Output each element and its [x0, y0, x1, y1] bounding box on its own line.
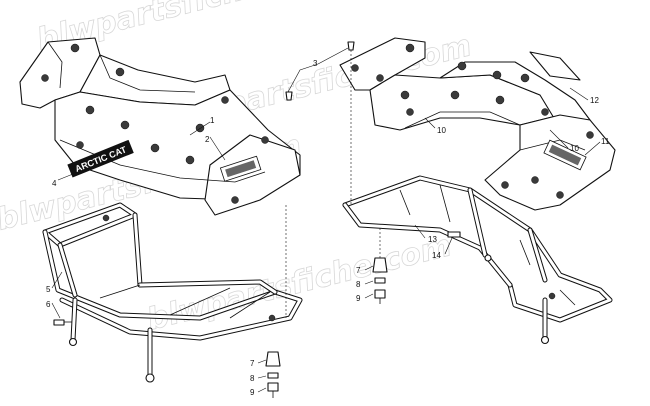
- rear-rack-cover: [339, 37, 616, 211]
- pad-12: [529, 51, 581, 81]
- callout-7-right: 7: [356, 266, 361, 275]
- callout-12: 12: [590, 96, 599, 105]
- callout-14: 14: [432, 251, 441, 260]
- callout-9-left: 9: [250, 388, 255, 397]
- callout-9-right: 9: [356, 294, 361, 303]
- bolt-6: [53, 319, 65, 326]
- front-rack-cover: ARCTIC CAT: [19, 37, 301, 216]
- leader-lines: [51, 47, 601, 393]
- callout-13: 13: [428, 235, 437, 244]
- bolt-14: [447, 231, 461, 238]
- callout-10-left: 10: [437, 126, 446, 135]
- front-rack-frame: [42, 202, 303, 383]
- callouts: 1 2 3 4 5 6 7 8 9 7 8 9 10 10 11 12 13 1…: [46, 59, 610, 397]
- washer-8-left: [267, 372, 279, 379]
- callout-4: 4: [52, 179, 57, 188]
- decal-left: [219, 155, 262, 182]
- bushing-7-right: [372, 257, 388, 273]
- decal-right: [543, 139, 587, 171]
- screw-3-top: [347, 41, 355, 51]
- callout-5: 5: [46, 285, 51, 294]
- bolt-9-right: [374, 289, 386, 299]
- screw-3-left: [285, 91, 293, 101]
- bushing-7-left: [265, 351, 281, 367]
- bolt-9-left: [267, 382, 279, 392]
- callout-11: 11: [601, 137, 610, 146]
- callout-8-left: 8: [250, 374, 255, 383]
- callout-6: 6: [46, 300, 51, 309]
- callout-8-right: 8: [356, 280, 361, 289]
- callout-2: 2: [205, 135, 210, 144]
- callout-3: 3: [313, 59, 318, 68]
- washer-8-right: [374, 277, 386, 284]
- right-hardware: [285, 41, 461, 304]
- rear-rack-frame: [342, 175, 613, 345]
- callout-1: 1: [210, 116, 215, 125]
- left-hardware: [53, 205, 287, 398]
- callout-7-left: 7: [250, 359, 255, 368]
- callout-10-right: 10: [570, 144, 579, 153]
